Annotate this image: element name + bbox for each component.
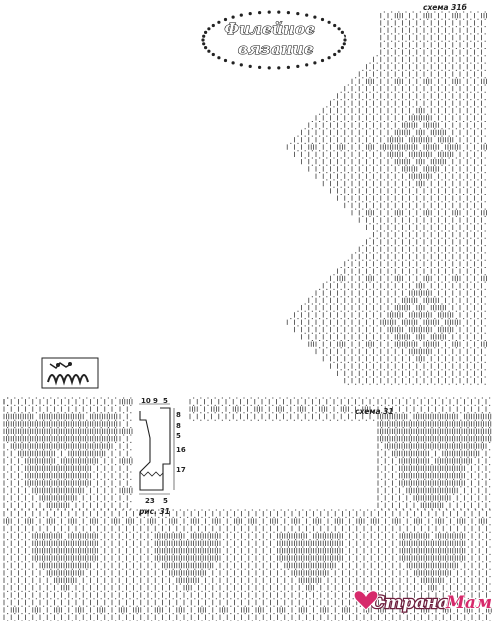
dim-top-2: 9 bbox=[153, 397, 158, 405]
chart-31b-label: схема 31б bbox=[423, 3, 467, 12]
chart-31-label: схема 31 bbox=[355, 407, 394, 416]
dim-bottom-2: 5 bbox=[163, 497, 168, 505]
strana-mam-watermark: Страна Мам bbox=[353, 590, 493, 614]
heart-icon bbox=[353, 590, 379, 611]
title-line-1: Филейное bbox=[224, 20, 315, 38]
dim-right-5: 17 bbox=[176, 466, 186, 474]
chart-31b bbox=[286, 11, 487, 385]
dim-top-1: 10 bbox=[141, 397, 151, 405]
dim-top-3: 5 bbox=[163, 397, 168, 405]
dim-right-4: 16 bbox=[176, 446, 186, 454]
title-line-2: вязание bbox=[238, 40, 314, 58]
garment-schematic: 10 9 5 8 8 5 16 17 23 5 рис. 31 bbox=[138, 397, 186, 516]
watermark-part-1: Страна bbox=[371, 593, 449, 613]
dim-right-1: 8 bbox=[176, 411, 181, 419]
dim-bottom-1: 23 bbox=[145, 497, 155, 505]
stitch-legend-icon bbox=[41, 357, 99, 389]
title-badge: Филейное вязание bbox=[201, 10, 347, 70]
figure-label: рис. 31 bbox=[138, 507, 170, 516]
chart-31 bbox=[3, 397, 492, 621]
dim-right-3: 5 bbox=[176, 432, 181, 440]
dim-right-2: 8 bbox=[176, 422, 181, 430]
watermark-part-2: Мам bbox=[445, 593, 492, 613]
